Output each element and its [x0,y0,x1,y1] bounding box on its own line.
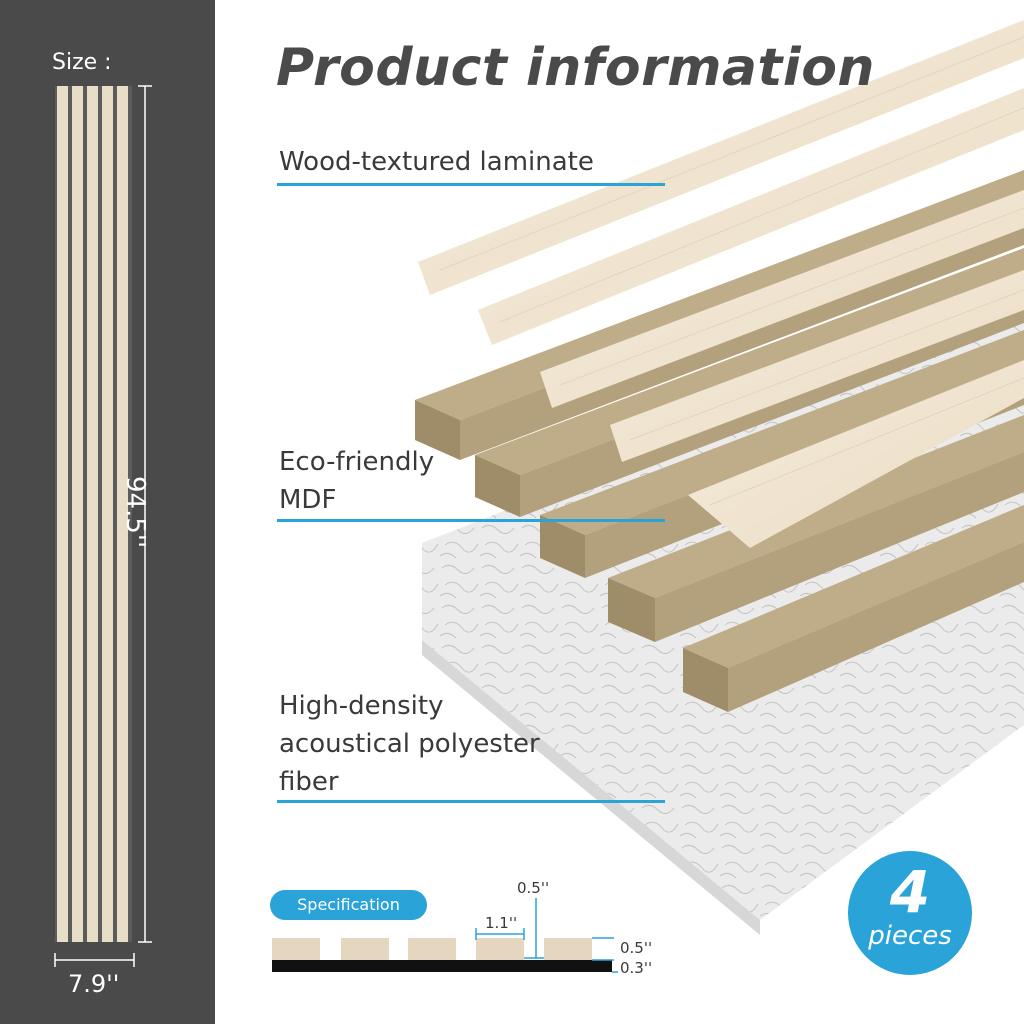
page-title: Product information [276,38,875,98]
label-line: Wood-textured laminate [279,147,594,177]
label-line: fiber [279,767,339,797]
pieces-unit: pieces [868,921,952,951]
label-line: Eco-friendly [279,447,435,477]
felt-label: High-density acoustical polyester fiber [279,687,540,801]
mdf-slat [683,505,1024,712]
laminate-strip [478,88,1024,345]
laminate-strips [418,20,1024,548]
spec-slat [476,938,524,960]
slat-height-dimension: 0.5'' [620,939,652,957]
laminate-rule [277,183,665,186]
label-line: MDF [279,485,337,515]
spec-base [272,960,612,972]
preview-slats [57,86,128,942]
laminate-strip [688,360,1024,548]
laminate-label: Wood-textured laminate [279,143,594,181]
slat-width-dimension: 1.1'' [485,914,517,932]
felt-rule [277,800,665,803]
label-line: High-density [279,691,444,721]
laminate-strip [540,190,1024,408]
size-label: Size : [52,50,112,75]
mdf-label: Eco-friendly MDF [279,443,434,519]
label-line: acoustical polyester [279,729,540,759]
base-thickness-dimension: 0.3'' [620,959,652,977]
laminate-strip [610,270,1024,462]
mdf-rule [277,519,665,522]
pieces-count: 4 [889,858,931,926]
spec-slat [544,938,592,960]
gap-dimension: 0.5'' [517,879,549,897]
specification-badge: Specification [270,890,427,920]
spec-slat [408,938,456,960]
spec-slat [272,938,320,960]
panel-preview [54,85,152,967]
pieces-badge: 4 pieces [848,851,972,975]
spec-slat [341,938,389,960]
width-dimension: 7.9'' [68,970,120,998]
